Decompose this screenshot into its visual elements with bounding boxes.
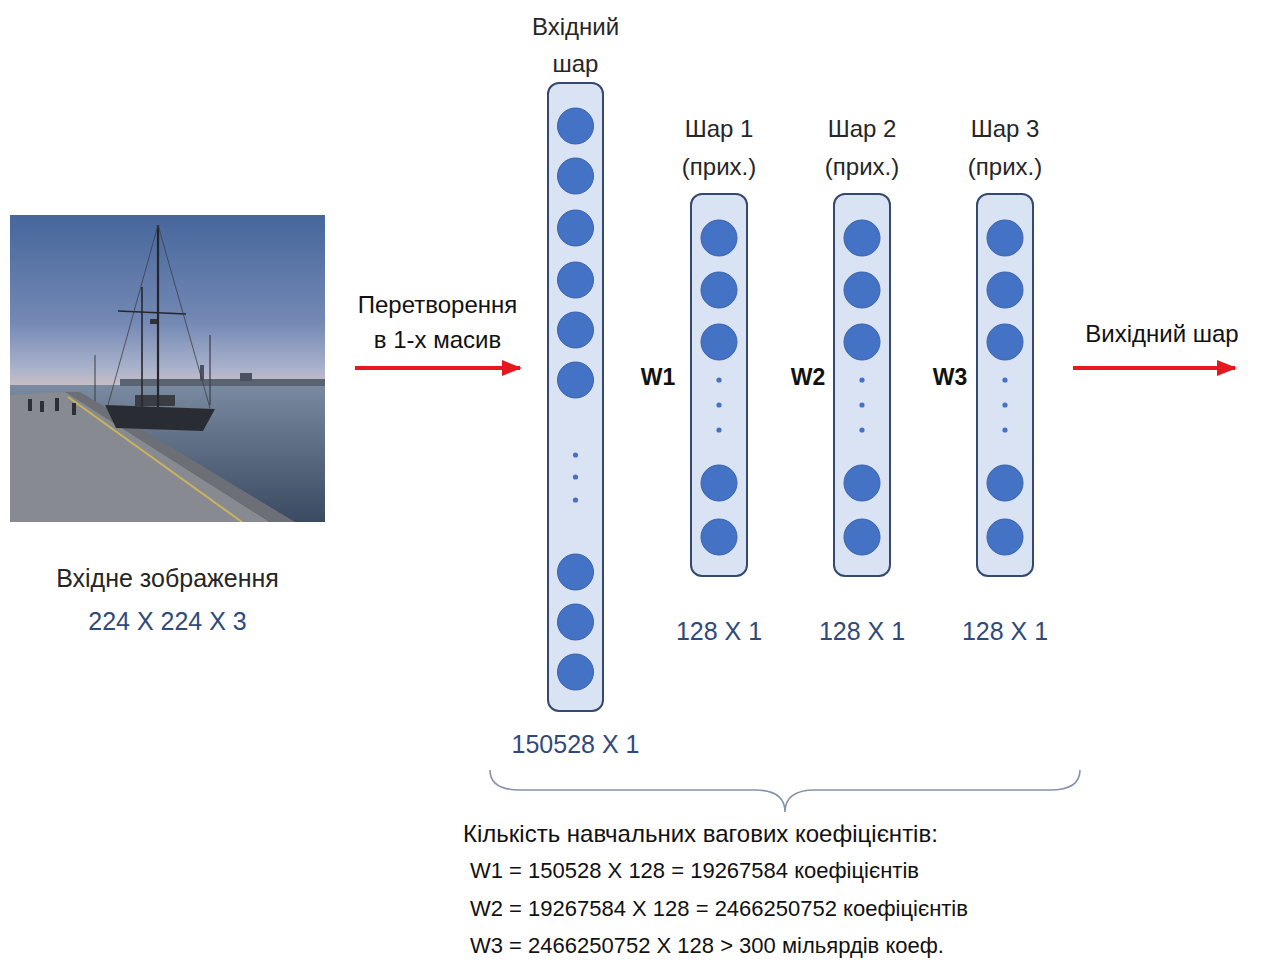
neuron	[701, 519, 737, 555]
ellipsis-dot	[573, 474, 578, 479]
sky	[10, 215, 325, 522]
ellipsis-dot	[859, 402, 864, 407]
ellipsis-dot	[716, 427, 721, 432]
neuron	[987, 220, 1023, 256]
neuron	[558, 362, 594, 398]
neuron	[844, 465, 880, 501]
layer-size: 128 X 1	[819, 616, 905, 646]
mast	[141, 287, 143, 407]
arrow-connector	[355, 366, 520, 370]
weights-heading: Кількість навчальних вагових коефіцієнті…	[463, 820, 938, 849]
neuron	[558, 312, 594, 348]
person	[28, 399, 32, 411]
weights-formula: W2 = 19267584 X 128 = 2466250752 коефіці…	[470, 896, 968, 922]
weight-name: W3	[933, 364, 968, 392]
flag	[150, 319, 157, 324]
edge-label: Перетворення в 1-х масив	[350, 288, 525, 358]
neuron	[844, 324, 880, 360]
curly-brace	[490, 770, 1080, 812]
ellipsis-dot	[573, 497, 578, 502]
harbour-photo	[10, 215, 325, 522]
neuron	[987, 324, 1023, 360]
hidden-layer: Шар 1 (прих.)128 X 1	[690, 193, 748, 577]
rigging	[108, 225, 158, 405]
layer-size: 128 X 1	[676, 616, 762, 646]
pier	[10, 392, 270, 522]
pier-edge	[65, 392, 295, 522]
neuron	[558, 158, 594, 194]
neuron	[558, 210, 594, 246]
neuron	[844, 519, 880, 555]
far-building	[240, 373, 252, 381]
neuron-column	[978, 195, 1032, 575]
neuron	[844, 220, 880, 256]
boat-cabin	[135, 395, 175, 406]
neuron	[701, 465, 737, 501]
person	[72, 403, 76, 415]
neuron	[701, 220, 737, 256]
boom	[118, 311, 186, 314]
neuron-column	[692, 195, 746, 575]
neuron	[558, 654, 594, 690]
neuron	[558, 262, 594, 298]
neuron	[987, 272, 1023, 308]
layer-title: Шар 2 (прих.)	[805, 110, 920, 186]
weights-formula: W3 = 2466250752 X 128 > 300 мільярдів ко…	[470, 933, 944, 959]
ellipsis-dot	[859, 427, 864, 432]
layer-title: Шар 1 (прих.)	[662, 110, 777, 186]
weights-formula: W1 = 150528 X 128 = 19267584 коефіцієнті…	[470, 858, 919, 884]
pier-line	[68, 397, 242, 522]
output-arrow	[1073, 366, 1235, 370]
weight-name: W1	[641, 364, 676, 392]
mast	[95, 355, 96, 403]
input-layer: Вхідний шар150528 X 1	[547, 82, 604, 712]
image-caption: Вхідне зображення	[56, 563, 279, 593]
ellipsis-dot	[1002, 402, 1007, 407]
neuron	[558, 604, 594, 640]
layer-title: Вхідний шар	[516, 8, 636, 82]
layer-title: Шар 3 (прих.)	[948, 110, 1063, 186]
ellipsis-dot	[1002, 427, 1007, 432]
boat-hull	[105, 405, 215, 431]
person	[55, 398, 59, 411]
weight-name: W2	[791, 364, 826, 392]
neuron	[701, 272, 737, 308]
hidden-layer: Шар 3 (прих.)128 X 1	[976, 193, 1034, 577]
neuron	[987, 519, 1023, 555]
neuron	[844, 272, 880, 308]
neuron	[701, 324, 737, 360]
neuron-column	[835, 195, 889, 575]
ellipsis-dot	[859, 377, 864, 382]
layer-size: 128 X 1	[962, 616, 1048, 646]
layer-size: 150528 X 1	[512, 729, 640, 759]
neuron	[987, 465, 1023, 501]
ellipsis-dot	[716, 377, 721, 382]
neuron	[558, 108, 594, 144]
ellipsis-dot	[716, 402, 721, 407]
output-label: Вихідний шар	[1085, 320, 1238, 349]
neuron-column	[549, 84, 602, 710]
input-image: Вхідне зображення224 X 224 X 3	[10, 215, 325, 522]
hidden-layer: Шар 2 (прих.)128 X 1	[833, 193, 891, 577]
mast	[157, 225, 159, 407]
person	[40, 401, 44, 412]
mast	[209, 335, 210, 405]
image-size: 224 X 224 X 3	[88, 606, 246, 636]
rigging	[158, 225, 210, 408]
far-shore	[120, 379, 325, 386]
neuron	[558, 554, 594, 590]
ellipsis-dot	[573, 452, 578, 457]
ellipsis-dot	[1002, 377, 1007, 382]
sea	[10, 385, 325, 522]
